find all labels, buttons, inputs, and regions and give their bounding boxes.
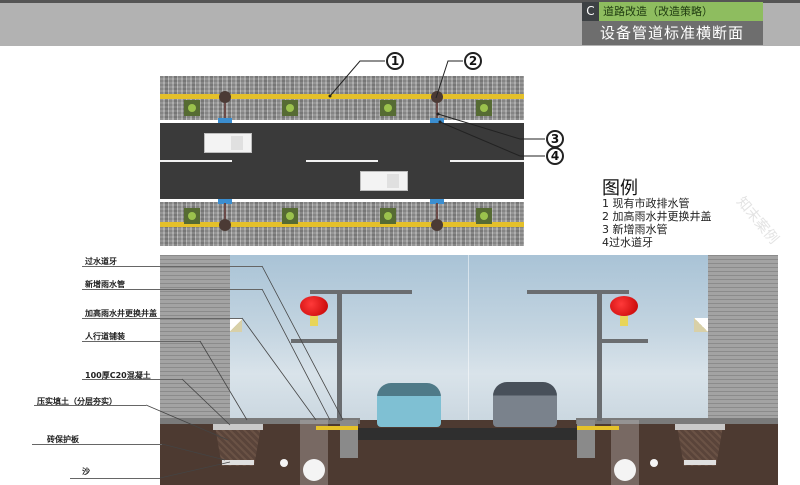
kerb-drain-left xyxy=(316,426,358,430)
car-front-view xyxy=(377,383,441,427)
trench-top-right xyxy=(675,424,725,430)
section-sky xyxy=(160,255,778,425)
leader-line xyxy=(70,478,160,479)
existing-pipe-line-bottom xyxy=(160,222,524,227)
sidewalk-paving-right xyxy=(576,418,778,424)
callout-1: 1 xyxy=(386,52,404,70)
existing-pipe-line-top xyxy=(160,94,524,99)
manhole-icon xyxy=(219,91,231,103)
road-surface xyxy=(357,428,577,440)
trench-sand-left xyxy=(222,460,254,465)
legend-item: 3 新增雨水管 xyxy=(602,223,668,236)
tree-pit-icon xyxy=(282,100,298,116)
street-light-arm-right xyxy=(527,290,629,294)
tree-pit-icon xyxy=(184,208,200,224)
sidewalk-paving-left xyxy=(160,418,360,424)
leader-line xyxy=(32,444,162,445)
tree-pit-icon xyxy=(476,208,492,224)
lane-marking xyxy=(306,160,378,162)
leader-line xyxy=(34,405,146,406)
new-pipe-right xyxy=(650,459,658,467)
tree-pit-icon xyxy=(476,100,492,116)
label-brick-protection: 砖保护板 xyxy=(47,435,79,444)
inlet-icon xyxy=(218,118,232,123)
leader-line xyxy=(82,318,242,319)
label-raised-manhole: 加高雨水井更换井盖 xyxy=(85,309,157,318)
callout-4: 4 xyxy=(546,147,564,165)
right-building-lower xyxy=(738,333,778,420)
lantern-right-icon xyxy=(610,296,638,316)
tree-pit-icon xyxy=(184,100,200,116)
left-building-lower xyxy=(160,333,202,420)
label-sidewalk-paving: 人行道铺装 xyxy=(85,332,125,341)
manhole-icon xyxy=(431,91,443,103)
chapter-badge: C xyxy=(582,2,599,21)
street-light-arm-right-low xyxy=(600,339,648,343)
new-pipe-stem xyxy=(436,203,438,219)
street-light-arm-left xyxy=(310,290,412,294)
manhole-icon xyxy=(219,219,231,231)
street-light-pole-right xyxy=(597,291,602,421)
street-light-pole-left xyxy=(337,291,342,421)
trench-right xyxy=(677,426,723,466)
car-icon xyxy=(360,171,408,191)
car-rear-view xyxy=(493,382,557,427)
leader-line xyxy=(82,341,200,342)
new-pipe-stem xyxy=(436,103,438,119)
label-new-storm-pipe: 新增雨水管 xyxy=(85,280,125,289)
tree-pit-icon xyxy=(380,208,396,224)
legend-title: 图例 xyxy=(602,178,638,199)
section-label: 道路改造（改造策略） xyxy=(599,2,763,21)
label-compacted-fill: 压实填土（分层夯实） xyxy=(37,397,117,406)
street-light-arm-left-low xyxy=(291,339,339,343)
lane-marking xyxy=(450,160,524,162)
left-building-ledge xyxy=(230,318,242,332)
trench-sand-right xyxy=(684,460,716,465)
existing-pipe-right xyxy=(614,459,636,481)
new-pipe-left xyxy=(280,459,288,467)
plan-view xyxy=(160,76,524,246)
leader-line xyxy=(82,266,262,267)
tree-pit-icon xyxy=(380,100,396,116)
page-title: 设备管道标准横断面 xyxy=(582,21,763,45)
label-curb-drain: 过水道牙 xyxy=(85,257,117,266)
existing-pipe-left xyxy=(303,459,325,481)
leader-line xyxy=(82,289,262,290)
inlet-icon xyxy=(430,199,444,204)
legend-item: 1 现有市政排水管 xyxy=(602,197,690,210)
label-concrete: 100厚C20混凝土 xyxy=(85,371,151,380)
lantern-tassel-right xyxy=(620,316,628,326)
trench-top-left xyxy=(213,424,263,430)
manhole-icon xyxy=(431,219,443,231)
new-pipe-stem xyxy=(224,103,226,119)
new-pipe-stem xyxy=(224,203,226,219)
lantern-tassel-left xyxy=(310,316,318,326)
center-divider xyxy=(468,255,469,485)
lane-marking xyxy=(160,160,232,162)
callout-3: 3 xyxy=(546,130,564,148)
kerb-drain-right xyxy=(577,426,619,430)
leader-line xyxy=(82,379,182,380)
inlet-icon xyxy=(430,118,444,123)
tree-pit-icon xyxy=(282,208,298,224)
right-building-ledge xyxy=(694,318,708,332)
inlet-icon xyxy=(218,199,232,204)
car-icon xyxy=(204,133,252,153)
legend-item: 2 加高雨水井更换井盖 xyxy=(602,210,712,223)
label-sand: 沙 xyxy=(82,467,90,476)
callout-leaders xyxy=(328,60,545,157)
legend-item: 4过水道牙 xyxy=(602,236,653,249)
lantern-left-icon xyxy=(300,296,328,316)
callout-2: 2 xyxy=(464,52,482,70)
section-leaders xyxy=(145,265,344,479)
